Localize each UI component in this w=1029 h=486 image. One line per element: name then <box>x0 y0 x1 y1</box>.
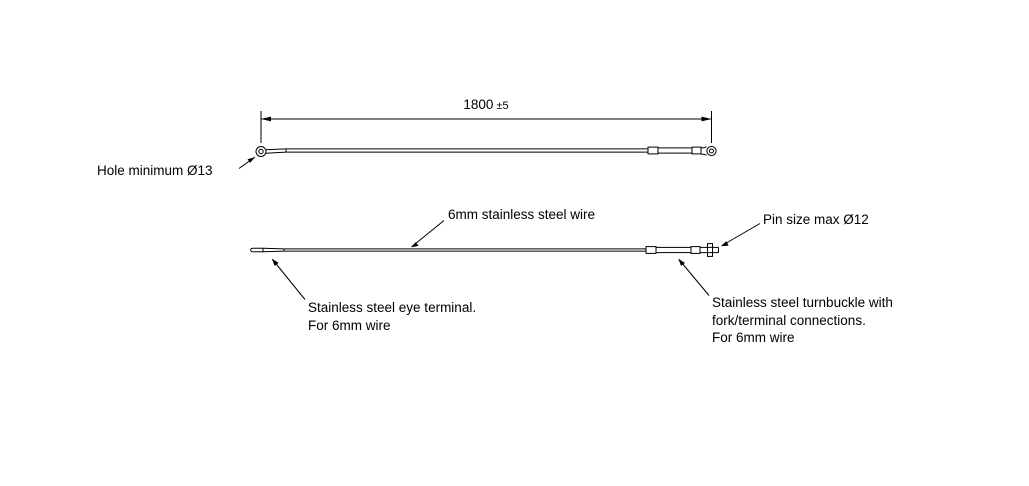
wire-label: 6mm stainless steel wire <box>448 207 596 222</box>
dimension-value: 1800 <box>463 97 494 112</box>
top-assembly-drawing <box>255 145 717 157</box>
wire-top <box>286 148 648 153</box>
wire-bottom <box>284 248 646 252</box>
hole-minimum-label: Hole minimum Ø13 <box>97 163 213 178</box>
leader-wire <box>411 220 445 247</box>
dimension-tolerance: ±5 <box>496 100 509 112</box>
leader-pin <box>721 223 761 246</box>
leader-turnbuckle <box>678 259 710 296</box>
turnbuckle-label: Stainless steel turnbuckle with fork/ter… <box>712 294 893 347</box>
leader-eye-terminal <box>272 259 306 300</box>
leader-wire-arrow <box>411 242 419 248</box>
leader-lines <box>238 156 761 300</box>
turnbuckle-label-line1: Stainless steel turnbuckle with <box>712 295 893 310</box>
pin-size-label: Pin size max Ø12 <box>763 212 869 227</box>
leader-pin-arrow <box>720 241 729 247</box>
dimension-lines <box>260 111 712 143</box>
dimension-arrow-right <box>701 116 712 122</box>
turnbuckle-label-line3: For 6mm wire <box>712 330 795 345</box>
turnbuckle-bottom <box>645 243 719 257</box>
leader-turnbuckle-arrow <box>678 258 685 266</box>
eye-terminal-label-line1: Stainless steel eye terminal. <box>308 300 477 315</box>
eye-terminal-label: Stainless steel eye terminal. For 6mm wi… <box>308 299 476 334</box>
eye-terminal-label-line2: For 6mm wire <box>308 317 391 333</box>
dimension-arrow-left <box>261 116 271 122</box>
bottom-assembly-drawing <box>250 243 719 257</box>
leader-hole-min-arrow <box>247 157 255 163</box>
dimension-label: 1800±5 <box>386 96 586 116</box>
leader-eye-terminal-arrow <box>271 258 279 266</box>
turnbuckle-top <box>647 145 717 157</box>
eye-terminal-bottom <box>250 247 285 253</box>
eye-terminal-top <box>255 146 287 157</box>
pin <box>707 243 713 257</box>
turnbuckle-label-line2: fork/terminal connections. <box>712 312 866 328</box>
